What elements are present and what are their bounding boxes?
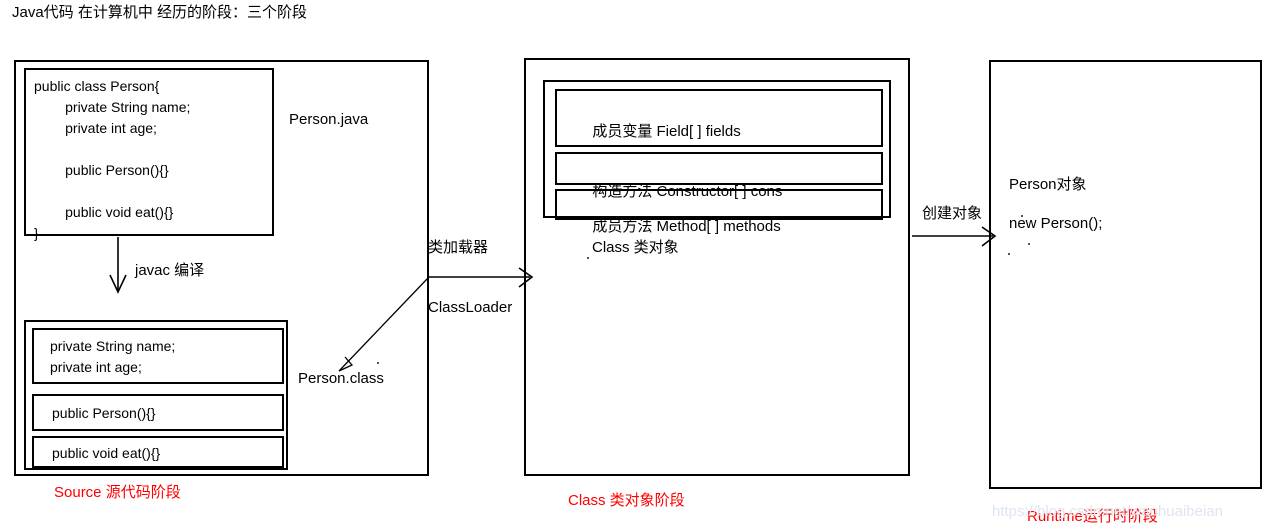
compiled-fields-box: private String name; private int age;: [32, 328, 284, 384]
class-constructors-text: 构造方法 Constructor[ ] cons: [592, 183, 783, 200]
watermark-text: https://blog.csdn.net/wanhuaibeian: [992, 503, 1223, 520]
class-constructors-row: 构造方法 Constructor[ ] cons: [555, 152, 883, 200]
label-javac-compile: javac 编译: [135, 262, 205, 279]
arrow-classloader: [428, 267, 534, 288]
class-fields-row: 成员变量 Field[ ] fields: [555, 89, 883, 147]
class-fields-text: 成员变量 Field[ ] fields: [592, 123, 741, 140]
stage-label-class: Class 类对象阶段: [568, 492, 685, 509]
panel-source-stage: [14, 60, 429, 476]
label-class-object-caption: Class 类对象: [592, 239, 679, 256]
arrow-create-object: [912, 226, 997, 247]
label-classloader-chinese: 类加载器: [428, 239, 489, 256]
label-new-person-statement: new Person();: [1009, 215, 1103, 232]
source-code-block: public class Person{ private String name…: [24, 68, 274, 241]
compiled-constructor-box: public Person(){}: [32, 394, 284, 431]
class-methods-row: 成员方法 Method[ ] methods: [555, 189, 883, 235]
diagram-title: Java代码 在计算机中 经历的阶段：三个阶段: [12, 4, 308, 21]
label-person-object: Person对象: [1009, 176, 1087, 193]
stage-label-source: Source 源代码阶段: [54, 484, 181, 501]
stage-label-runtime: Runtime运行时阶段: [1027, 508, 1158, 525]
speck-dot: [1008, 253, 1010, 255]
class-methods-text: 成员方法 Method[ ] methods: [592, 218, 781, 235]
class-object-outer-box: 成员变量 Field[ ] fields 构造方法 Constructor[ ]…: [543, 80, 891, 235]
speck-dot: [587, 257, 589, 259]
panel-class-stage: [524, 58, 910, 476]
label-person-java: Person.java: [289, 111, 369, 128]
compiled-class-outer-box: private String name; private int age; pu…: [24, 320, 288, 470]
speck-dot: [1028, 243, 1030, 245]
speck-dot: [1021, 215, 1023, 217]
label-classloader-english: ClassLoader: [428, 299, 513, 316]
label-create-object: 创建对象: [922, 205, 983, 222]
label-person-class: Person.class: [298, 370, 384, 387]
panel-runtime-stage: [989, 60, 1262, 489]
speck-dot: [377, 362, 379, 364]
compiled-method-box: public void eat(){}: [32, 436, 284, 468]
